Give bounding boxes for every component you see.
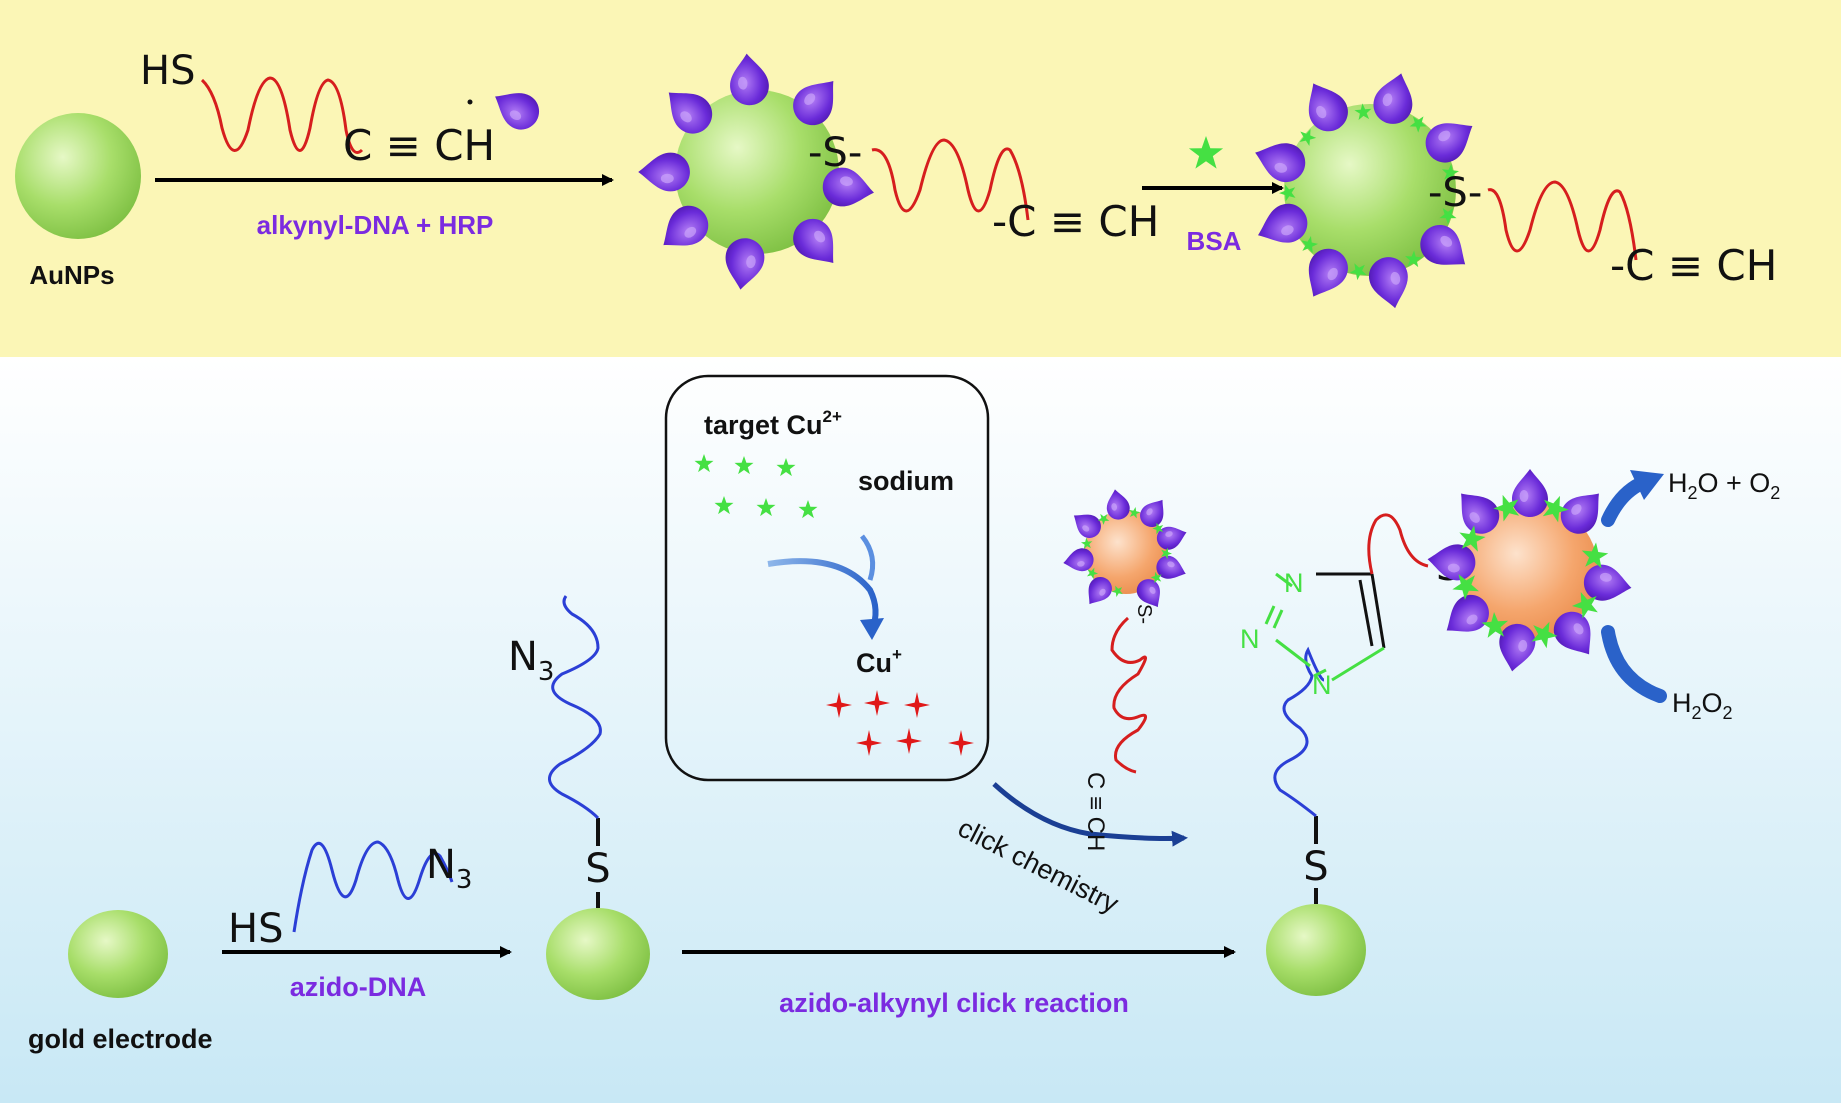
probe-alkyne-label: C ≡ CH — [1082, 772, 1109, 851]
target-cu-label: target Cu2+ — [704, 407, 842, 440]
hs-label: HS — [140, 48, 195, 94]
gold-electrode-azido — [546, 908, 650, 1000]
reduction-arrow-main — [767, 558, 879, 632]
step2-label: BSA — [1187, 226, 1242, 256]
alkynyl-dna-strand — [200, 76, 364, 154]
radical-dot — [467, 99, 473, 105]
reduction-arrowhead — [860, 618, 884, 640]
triazole-n2: N — [1240, 624, 1260, 654]
gold-electrode-bare — [68, 910, 168, 998]
h2o2-label: H2O2 — [1672, 688, 1733, 723]
aunp-hrp-bsa-conjugate — [1249, 68, 1483, 313]
probe-conjugate — [1061, 487, 1191, 613]
n3-top-label: N3 — [508, 634, 554, 687]
triazole-n3: N — [1312, 670, 1332, 700]
aunp-hrp-conjugate — [638, 51, 878, 293]
reduction-box — [664, 374, 990, 782]
gold-electrode-product — [1266, 904, 1366, 996]
dna-strand-1 — [871, 138, 1030, 221]
s-label-electrode: S — [585, 846, 610, 892]
products-arrowhead — [1630, 470, 1664, 500]
s-link-2: -S- — [1428, 170, 1482, 216]
sodium-arrow — [859, 534, 876, 581]
products-arrow — [1601, 477, 1647, 527]
triazole-n1: N — [1284, 568, 1304, 598]
product-azido-dna — [1273, 646, 1325, 818]
h2o2-arrow — [1601, 625, 1667, 703]
alkyne-end-1: -C ≡ CH — [992, 197, 1159, 246]
product-linker-dna — [1367, 513, 1429, 575]
azido-dna-strand — [292, 840, 454, 933]
cu-plus-label: Cu+ — [856, 645, 902, 678]
product-s-label: S — [1303, 844, 1328, 890]
triazole-ring — [1264, 572, 1386, 682]
dna-strand-2 — [1487, 180, 1638, 261]
h2o-o2-label: H2O + O2 — [1668, 468, 1780, 503]
hs-label-bottom: HS — [228, 906, 283, 952]
click-chemistry-arrow — [992, 782, 1188, 847]
azido-dna-label: azido-DNA — [290, 972, 427, 1002]
product-nanoparticle — [1425, 469, 1635, 675]
alkyne-end-2: -C ≡ CH — [1610, 241, 1777, 290]
sodium-label: sodium — [858, 466, 954, 496]
alkyne-label: C ≡ CH — [343, 121, 495, 170]
click-reaction-label: azido-alkynyl click reaction — [779, 988, 1129, 1018]
s-link-1: -S- — [808, 130, 862, 176]
n3-label: N3 — [426, 842, 472, 895]
electrode-label: gold electrode — [28, 1024, 213, 1054]
probe-s-label: S- — [1133, 604, 1155, 624]
azido-dna-on-electrode — [548, 595, 602, 820]
aunp-sphere — [15, 113, 141, 239]
aunps-label: AuNPs — [29, 260, 114, 290]
step1-label: alkynyl-DNA + HRP — [257, 210, 494, 240]
probe-dna-strand — [1110, 616, 1147, 774]
